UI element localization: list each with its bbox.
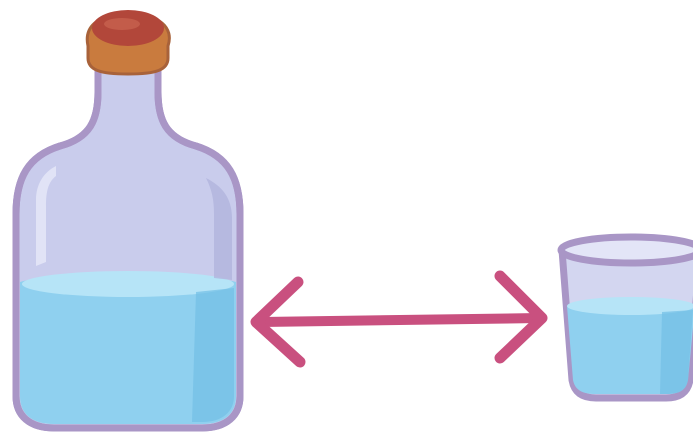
double-headed-arrow-icon <box>256 276 542 362</box>
bottle-cork <box>87 10 169 74</box>
bottle-water-shade <box>192 288 234 422</box>
water-glass-icon <box>561 237 693 398</box>
water-bottle-icon <box>16 10 240 428</box>
arrow-shaft <box>262 318 540 322</box>
glass-rim <box>561 237 693 263</box>
